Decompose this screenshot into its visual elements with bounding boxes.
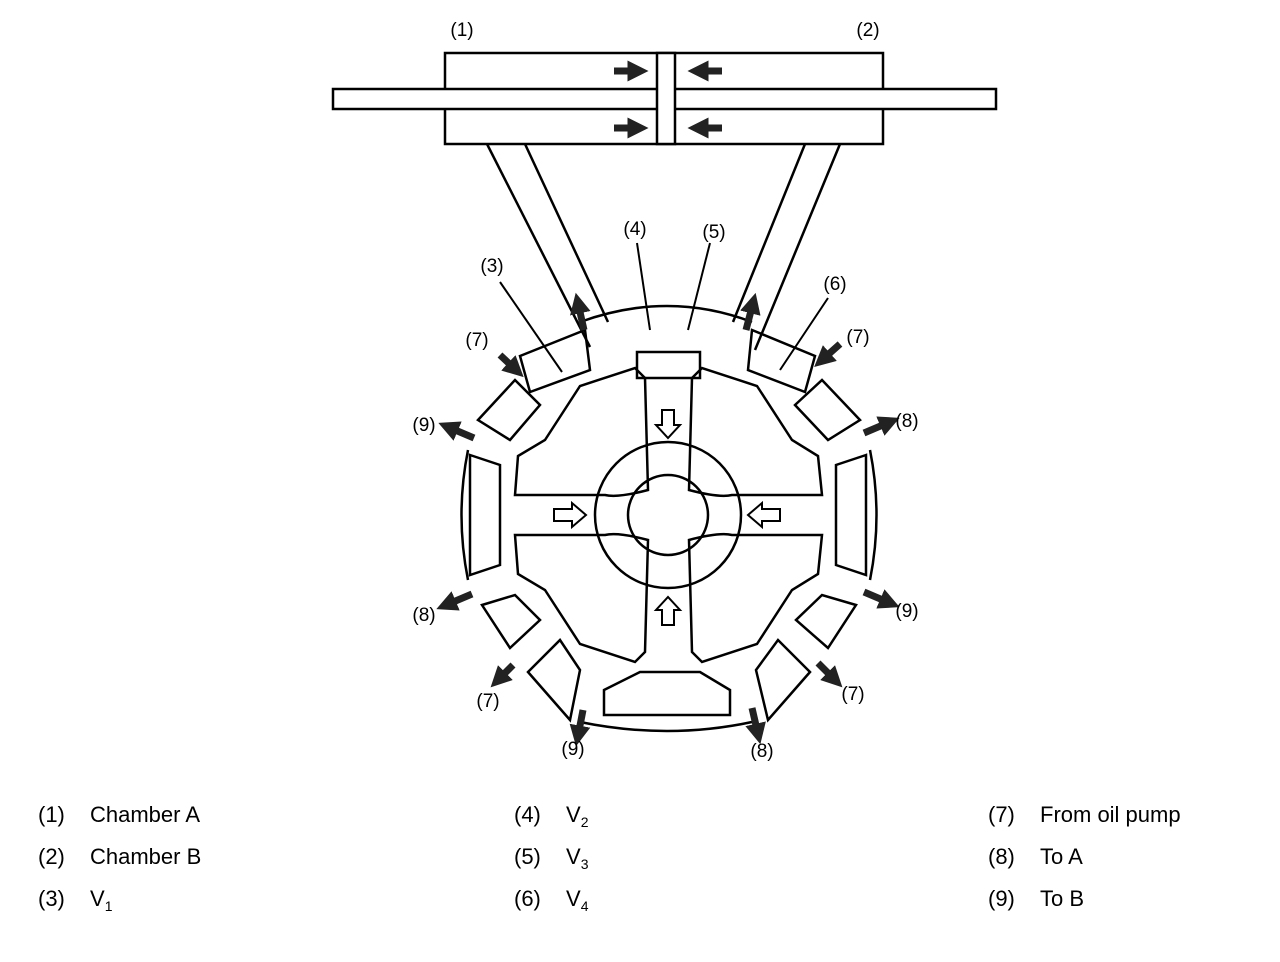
legend-number: (5) — [514, 844, 541, 869]
legend-number: (2) — [38, 844, 65, 869]
valve-v2-v3-land — [635, 350, 702, 380]
legend-number: (1) — [38, 802, 65, 827]
from-pump-arrow-lower-right — [815, 660, 843, 688]
internal-flow-arrows — [553, 409, 781, 626]
callout-7-lower-right: (7) — [841, 684, 864, 705]
to-b-arrow-bottom — [569, 709, 591, 747]
to-a-arrow-bottom — [745, 707, 766, 745]
callout-2: (2) — [856, 20, 879, 41]
legend-number: (3) — [38, 886, 65, 911]
callout-8-left: (8) — [412, 605, 435, 626]
to-a-arrow-right — [862, 416, 900, 437]
legend-number: (7) — [988, 802, 1015, 827]
legend-label: Chamber A — [90, 802, 201, 827]
callout-3: (3) — [480, 256, 503, 277]
to-b-arrow-left — [438, 421, 476, 442]
from-pump-arrow-upper-left — [497, 352, 524, 378]
outer-valve-ring — [460, 304, 878, 733]
legend-number: (9) — [988, 886, 1015, 911]
piston — [655, 51, 677, 146]
to-a-arrow-left — [436, 590, 474, 611]
leader-lines — [499, 242, 829, 373]
callout-7-upper-right: (7) — [846, 327, 869, 348]
callout-9-bottom: (9) — [561, 739, 584, 760]
callout-8-right: (8) — [895, 411, 918, 432]
callout-5: (5) — [702, 222, 725, 243]
callout-4: (4) — [623, 219, 646, 240]
legend-label: To B — [1040, 886, 1085, 911]
legend-number: (6) — [514, 886, 541, 911]
callout-7-upper-left: (7) — [465, 330, 488, 351]
legend-number: (4) — [514, 802, 541, 827]
from-pump-arrow-upper-right — [814, 341, 843, 367]
flow-to-chamber-a — [570, 292, 591, 331]
external-flow-arrows — [436, 292, 900, 747]
from-pump-arrow-lower-left — [490, 662, 516, 688]
rotor-hub — [593, 440, 743, 590]
rotary-valve-diagram: (1) (2) (3) (4) (5) (6) (7) (7) (7) (7) … — [331, 20, 998, 762]
legend-label: Chamber B — [90, 844, 202, 869]
legend-label: V2 — [566, 802, 589, 830]
power-cylinder — [331, 51, 998, 146]
input-shaft — [626, 473, 710, 557]
legend-label: V4 — [566, 886, 589, 914]
callout-1: (1) — [450, 20, 473, 41]
to-b-arrow-right — [862, 588, 900, 609]
legend-label: From oil pump — [1040, 802, 1181, 827]
callout-8-bottom: (8) — [750, 741, 773, 762]
callout-6: (6) — [823, 274, 846, 295]
flow-arrow-down — [653, 409, 683, 440]
flow-to-chamber-b — [740, 292, 761, 331]
legend-label: V3 — [566, 844, 589, 872]
callout-9-right: (9) — [895, 601, 918, 622]
flow-arrow-left — [746, 500, 781, 530]
chamber-arrows — [614, 60, 722, 139]
valve-rotor — [513, 350, 824, 664]
legend-label: V1 — [90, 886, 113, 914]
legend-label: To A — [1040, 844, 1083, 869]
flow-arrow-up — [653, 595, 683, 626]
legend-number: (8) — [988, 844, 1015, 869]
passages — [485, 143, 842, 351]
flow-arrow-right — [553, 500, 588, 530]
callout-7-lower-left: (7) — [476, 691, 499, 712]
callout-labels: (1) (2) (3) (4) (5) (6) (7) (7) (7) (7) … — [412, 20, 918, 762]
callout-9-left: (9) — [412, 415, 435, 436]
